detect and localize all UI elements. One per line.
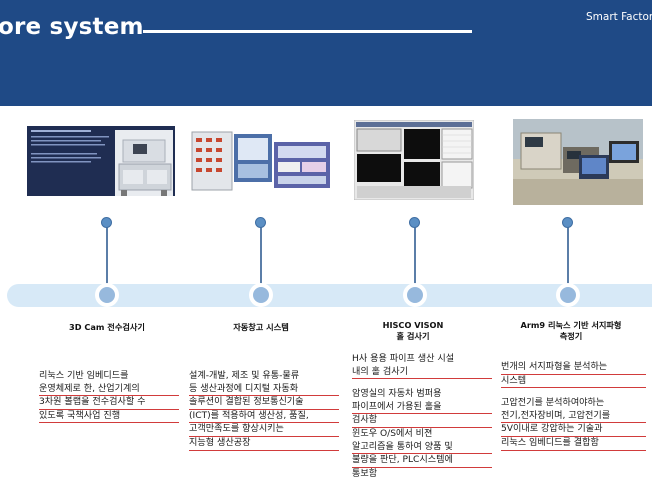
item-desc-arm9: 번개의 서지파형을 분석하는 시스템 고압전기를 분석하여야하는 전기,전자장비…: [501, 361, 646, 451]
photo-3d-cam-inspector: [27, 126, 175, 196]
stem-2: [260, 222, 262, 286]
brand-label: Smart Factor: [586, 11, 652, 23]
photo-arm9-surge-meter: [513, 119, 643, 205]
header-banner: ore system Smart Factor: [0, 0, 652, 106]
timeline-node-1: [95, 283, 119, 307]
stem-1: [106, 222, 108, 286]
stem-4: [567, 222, 569, 286]
stem-dot-3: [409, 217, 420, 228]
stem-3: [414, 222, 416, 286]
timeline-band: [7, 284, 652, 307]
photo-automated-warehouse: [188, 126, 332, 196]
item-heading-arm9: Arm9 리눅스 기반 서지파형 측정기: [520, 320, 622, 341]
timeline-node-2: [249, 283, 273, 307]
photo-hisco-vision: [354, 120, 474, 200]
stem-dot-2: [255, 217, 266, 228]
timeline-node-4: [556, 283, 580, 307]
timeline-node-3: [403, 283, 427, 307]
item-desc-3d-cam: 리눅스 기반 임베디드를 운영체제로 한, 산업기계의 3차원 볼랩을 전수검사…: [39, 370, 179, 424]
item-heading-hisco: HISCO VISON 홀 검사기: [382, 320, 444, 341]
stem-dot-1: [101, 217, 112, 228]
title-divider: [143, 30, 472, 33]
item-heading-warehouse: 자동창고 시스템: [233, 322, 289, 332]
item-desc-warehouse: 설계-개발, 제조 및 유통-물류 등 생산과정에 디지털 자동화 솔루션이 결…: [189, 370, 339, 451]
page-title: ore system: [0, 14, 144, 40]
item-heading-3d-cam: 3D Cam 전수검사기: [69, 322, 145, 332]
item-desc-hisco: H사 용용 파이프 생산 시설 내의 홀 검사기 암영실의 자동차 범퍼용 파이…: [352, 353, 492, 480]
stem-dot-4: [562, 217, 573, 228]
